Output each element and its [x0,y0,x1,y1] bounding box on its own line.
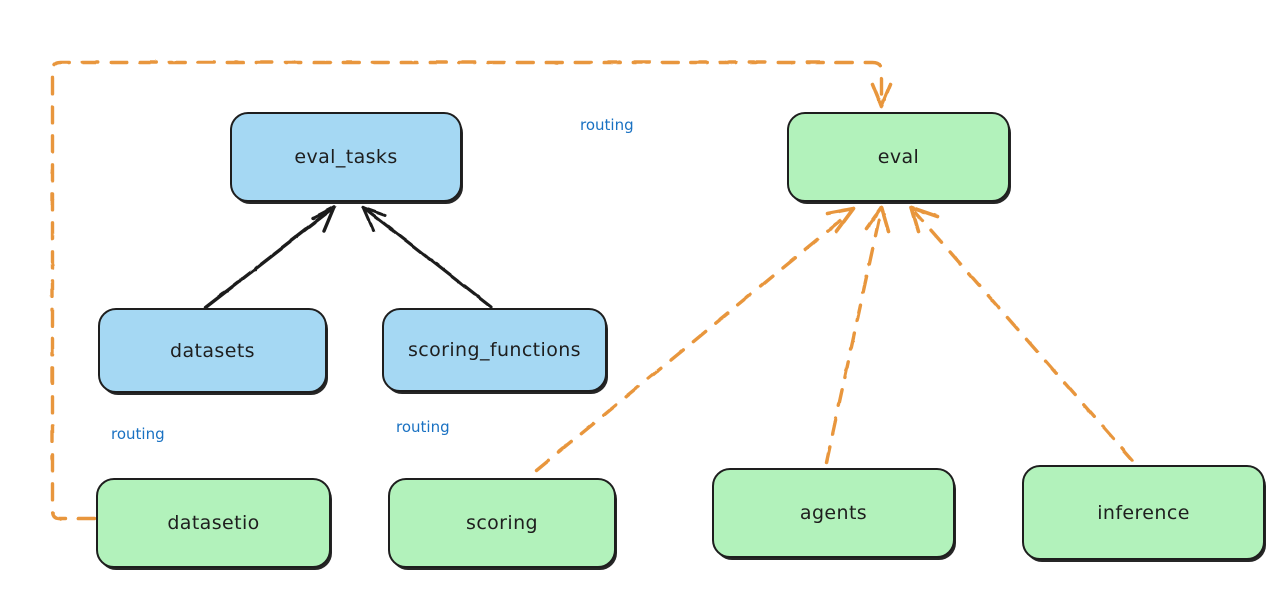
node-label-datasetio: datasetio [167,512,260,534]
node-label-eval_tasks: eval_tasks [294,146,398,168]
node-label-agents: agents [799,502,868,524]
node-eval[interactable]: eval [787,112,1010,202]
edge-inference-eval [909,205,1134,462]
edge-scoring-eval [534,206,855,472]
node-agents[interactable]: agents [712,468,955,558]
node-scoring_functions[interactable]: scoring_functions [382,308,607,392]
edge-scoring_functions-eval_tasks [361,205,493,309]
node-datasets[interactable]: datasets [98,308,327,393]
edge-label-routing-datasetio: routing [111,425,165,443]
node-label-datasets: datasets [170,339,255,362]
edge-datasets-eval_tasks [203,205,336,309]
node-inference[interactable]: inference [1022,465,1265,560]
node-label-inference: inference [1097,501,1190,524]
node-label-eval: eval [877,146,920,168]
edge-agents-eval [824,205,890,464]
edge-label-routing-scoring: routing [396,418,450,436]
node-label-scoring_functions: scoring_functions [408,339,581,361]
edge-datasetio-eval [50,60,892,520]
node-scoring[interactable]: scoring [388,478,616,568]
edge-label-routing-eval: routing [580,116,634,134]
node-datasetio[interactable]: datasetio [96,478,331,568]
node-eval_tasks[interactable]: eval_tasks [230,112,462,202]
node-label-scoring: scoring [466,512,538,534]
